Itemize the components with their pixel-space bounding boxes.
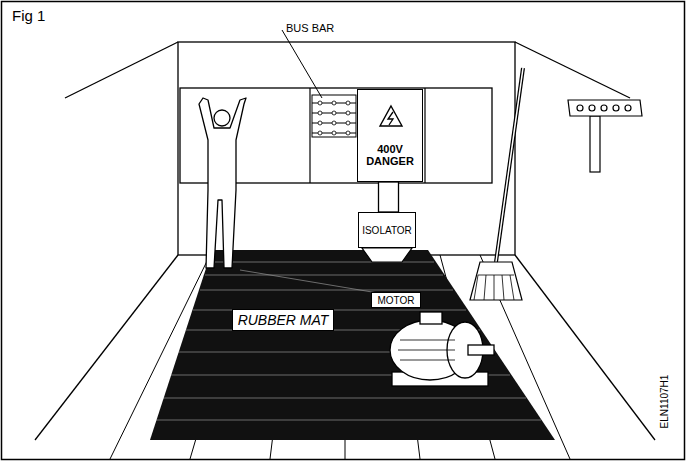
mat-label: RUBBER MAT xyxy=(232,309,334,331)
floor-edge xyxy=(35,255,178,440)
warning-triangle xyxy=(378,104,404,128)
panel-divider xyxy=(424,88,425,183)
rubber-mat xyxy=(150,250,555,440)
motor-illustration xyxy=(390,312,494,386)
node-text: RUBBER MAT xyxy=(238,312,329,328)
isolator-box: ISOLATOR xyxy=(358,212,416,248)
bus-bar xyxy=(312,95,356,137)
isolator-outlet xyxy=(362,248,412,262)
conduit-connector xyxy=(379,182,399,212)
leader-line xyxy=(282,30,322,98)
part-name: BUS BAR xyxy=(286,22,334,34)
figure-code: ELN1107H1 xyxy=(659,375,670,429)
man-figure xyxy=(199,98,246,268)
broom xyxy=(470,68,523,300)
ceiling-edge xyxy=(515,42,630,98)
terminal-block xyxy=(568,100,642,172)
node-text: MOTOR xyxy=(377,295,414,306)
figure-title: Fig 1 xyxy=(12,7,45,24)
room-walls xyxy=(35,42,655,440)
danger-panel: 400V DANGER xyxy=(357,89,423,182)
node-text: 400V DANGER xyxy=(358,143,422,167)
node-text: ISOLATOR xyxy=(362,225,412,236)
motor-label: MOTOR xyxy=(371,292,421,308)
ceiling-edge xyxy=(65,42,178,98)
panel-divider xyxy=(309,88,310,183)
mat-texture xyxy=(155,262,541,420)
